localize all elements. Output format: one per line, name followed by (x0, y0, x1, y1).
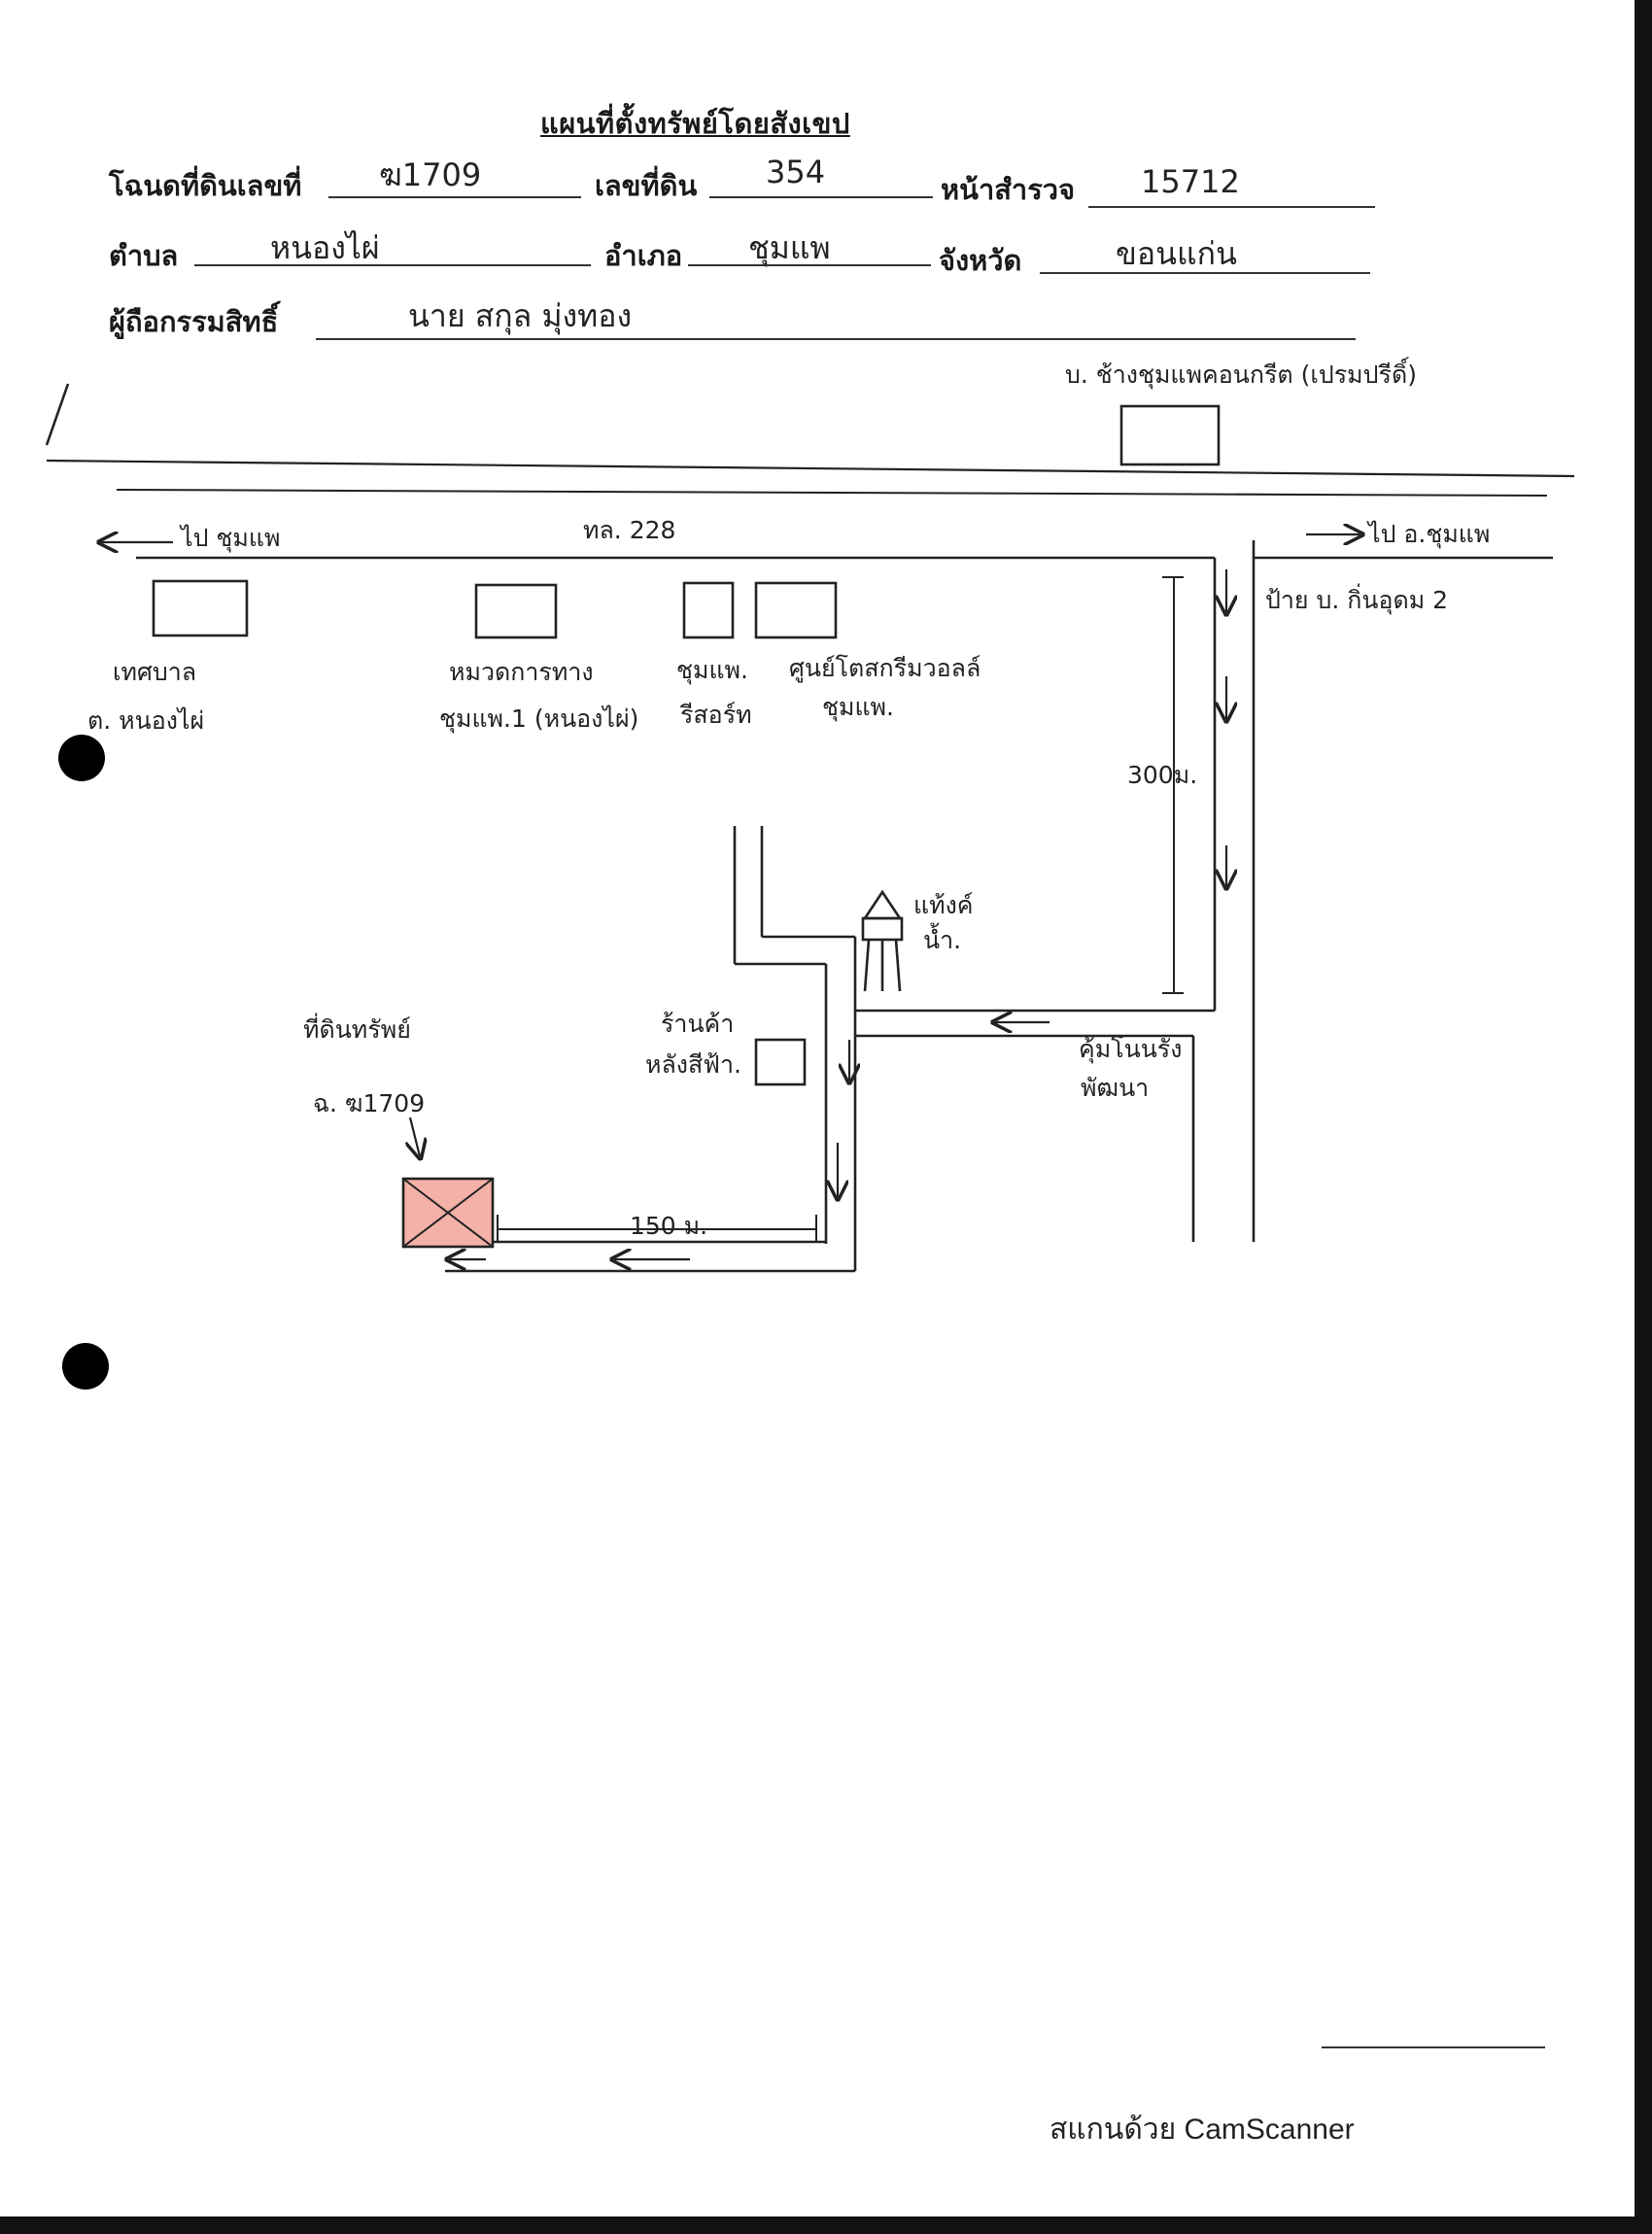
to-left-label: ไป ชุมแพ (181, 524, 281, 552)
owner-label: ผู้ถือกรรมสิทธิ์ (109, 305, 279, 338)
land-no-label: เลขที่ดิน (595, 169, 698, 202)
to-right-label: ไป อ.ชุมแพ (1368, 520, 1491, 548)
subdistrict-value: หนองไผ่ (270, 229, 380, 266)
highway-label: ทล. 228 (583, 516, 676, 544)
owner-value: นาย สกุล มุ่งทอง (408, 297, 633, 334)
water-tower-tank (861, 916, 904, 942)
water-tower-sub: น้ำ. (923, 926, 962, 954)
resort-sub: รีสอร์ท (680, 701, 752, 729)
scan-edge-right (1635, 0, 1652, 2234)
shop-sub: หลังสีฟ้า. (645, 1050, 741, 1079)
cream-wall-building (754, 581, 838, 639)
document-title: แผนที่ตั้งทรัพย์โดยสังเขป (540, 107, 850, 140)
deed-value: ฆ1709 (379, 156, 482, 193)
binder-hole-top (58, 735, 105, 781)
cream-wall-sub: ชุมแพ. (822, 693, 894, 721)
sign-label: ป้าย บ. กิ่นอุดม 2 (1265, 586, 1449, 614)
header-rule (46, 459, 1575, 478)
owner-underline (316, 338, 1356, 340)
resort-building (682, 581, 735, 639)
distance-300-label: 300ม. (1127, 761, 1198, 789)
resort-label: ชุมแพ. (676, 656, 748, 684)
province-value: ขอนแก่น (1116, 235, 1237, 272)
arrow-property-pointer (410, 1117, 420, 1156)
highway-office-building (474, 583, 558, 639)
province-underline (1040, 272, 1370, 274)
municipality-building (152, 579, 249, 637)
corner-sub: พัฒนา (1081, 1074, 1150, 1102)
municipality-label: เทศบาล (113, 658, 197, 686)
land-no-value: 354 (766, 154, 826, 190)
subdistrict-label: ตำบล (109, 239, 179, 272)
land-no-underline (709, 196, 933, 198)
province-label: จังหวัด (939, 244, 1022, 277)
shop-label: ร้านค้า (661, 1010, 735, 1038)
margin-stroke (45, 383, 70, 446)
scan-edge-bottom (0, 2217, 1652, 2234)
deed-label: โฉนดที่ดินเลขที่ (109, 169, 302, 202)
water-tower-leg-left (863, 939, 871, 992)
district-label: อำเภอ (604, 239, 683, 272)
highway-office-label: หมวดการทาง (449, 658, 594, 686)
corner-label: คุ้มโนนรัง (1079, 1035, 1183, 1063)
water-tower-label: แท้งค์ (913, 891, 974, 919)
deed-underline (328, 196, 581, 198)
water-tower-top (862, 889, 903, 920)
property-sub: ฉ. ฆ1709 (313, 1089, 426, 1117)
survey-underline (1088, 206, 1375, 208)
water-tower-leg-right (894, 939, 902, 992)
subdistrict-underline (194, 264, 591, 266)
survey-label: หน้าสำรวจ (941, 173, 1076, 206)
top-right-building (1119, 404, 1221, 466)
camscanner-watermark: สแกนด้วย CamScanner (1050, 2114, 1355, 2146)
top-right-building-label: บ. ช้างชุมแพคอนกรีต (เปรมปรีดิ์) (1065, 361, 1417, 389)
property-cross-2 (402, 1178, 494, 1248)
district-underline (688, 264, 931, 266)
blue-roof-shop-building (754, 1038, 807, 1086)
highway-edge-top (116, 489, 1548, 497)
property-label: ที่ดินทรัพย์ (303, 1015, 411, 1044)
survey-value: 15712 (1141, 163, 1240, 200)
district-value: ชุมแพ (748, 229, 831, 266)
distance-150-label: 150 ม. (630, 1212, 708, 1240)
cream-wall-label: ศูนย์โตสกรีมวอลล์ (789, 654, 981, 682)
binder-hole-bottom (62, 1343, 109, 1390)
municipality-sub: ต. หนองไผ่ (87, 706, 205, 735)
highway-office-sub: ชุมแพ.1 (หนองไผ่) (439, 705, 639, 733)
